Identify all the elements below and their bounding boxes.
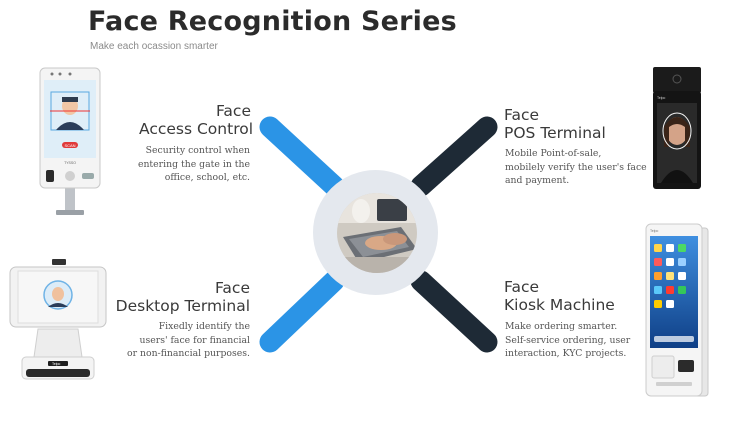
- pos-terminal-description: Mobile Point-of-sale, mobilely verify th…: [505, 148, 647, 187]
- kiosk-machine-device: Telpo: [642, 222, 712, 400]
- access-control-heading: Face Access Control: [139, 102, 254, 138]
- page-title: Face Recognition Series: [88, 6, 457, 37]
- access-control-description: Security control when entering the gate …: [137, 145, 250, 184]
- kiosk-machine-description: Make ordering smarter. Self-service orde…: [505, 321, 631, 360]
- access-control-scan-label: SCAN: [64, 143, 75, 148]
- desktop-terminal-brand-label: Telpo: [52, 362, 60, 366]
- connector-desktop-terminal: [259, 270, 345, 353]
- kiosk-machine-heading-line2: Kiosk Machine: [504, 296, 615, 314]
- kiosk-machine-heading: Face Kiosk Machine: [504, 278, 634, 314]
- desktop-terminal-description: Fixedly identify the users' face for fin…: [126, 321, 250, 360]
- access-control-brand-label: TYSSO: [64, 161, 76, 165]
- access-control-heading-line2: Access Control: [139, 120, 254, 138]
- connector-kiosk-machine: [410, 270, 498, 353]
- access-control-heading-line1: Face: [215, 102, 251, 120]
- desktop-terminal-heading-line1: Face: [214, 279, 250, 297]
- pos-terminal-brand-label: Telpo: [657, 96, 665, 100]
- desktop-terminal-heading-line2: Desktop Terminal: [115, 297, 250, 315]
- kiosk-machine-heading-line1: Face: [504, 278, 540, 296]
- connector-access-control: [259, 116, 345, 197]
- desktop-terminal-heading: Face Desktop Terminal: [110, 279, 250, 315]
- center-photo-typing-hands: [337, 193, 417, 273]
- desktop-terminal-device: Telpo: [8, 257, 108, 382]
- pos-terminal-device: Telpo: [651, 67, 703, 191]
- pos-terminal-heading: Face POS Terminal: [504, 106, 634, 142]
- access-control-device: SCAN TYSSO: [38, 66, 102, 216]
- pos-terminal-heading-line1: Face: [504, 106, 540, 124]
- connector-pos-terminal: [410, 116, 498, 197]
- page-subtitle: Make each ocassion smarter: [90, 41, 218, 52]
- kiosk-machine-brand-label: Telpo: [650, 229, 658, 233]
- pos-terminal-heading-line2: POS Terminal: [504, 124, 606, 142]
